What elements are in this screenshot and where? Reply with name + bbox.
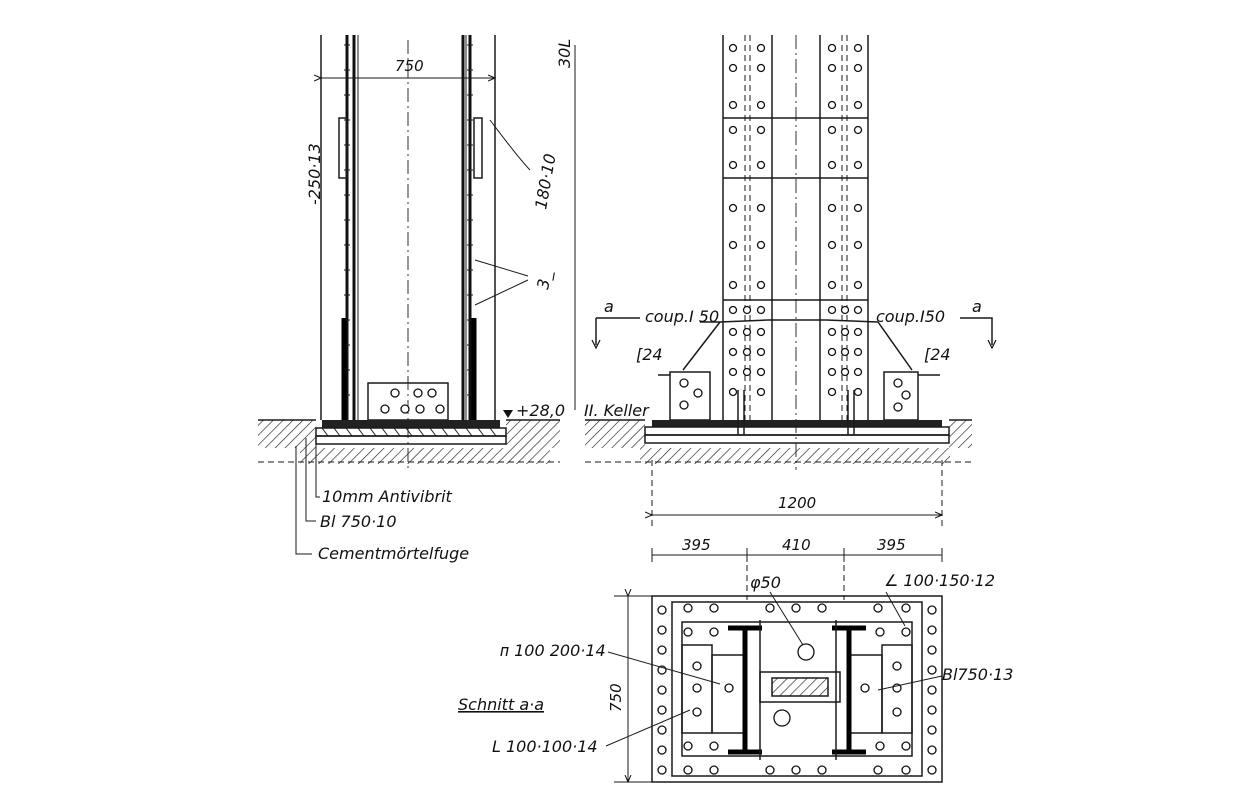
angle-top-label: ∠ 100·150·12: [884, 571, 995, 590]
dimension-1200: 1200: [652, 460, 942, 530]
column-flanges-side: [320, 35, 496, 470]
dimension-right-label: 395: [877, 536, 906, 554]
angle-top-leader: [885, 591, 906, 627]
coupling-label-left: coup.I 50: [645, 307, 719, 326]
dimension-left-label: 395: [682, 536, 711, 554]
dimension-750-depth: 750: [607, 596, 654, 782]
channel-label-right: [24: [924, 345, 951, 364]
column-front: [722, 35, 869, 470]
angle-bottom-label: L 100·100·14: [492, 737, 598, 756]
channel-label-left: [24: [636, 345, 663, 364]
bolt-hole: [435, 404, 445, 414]
flange-plate-label: 180·10: [531, 152, 559, 210]
segment-dimensions: 395 410 395: [651, 536, 943, 600]
edge-label: 30L: [555, 39, 574, 68]
hole-label: φ50: [750, 573, 781, 592]
floor-label: II. Keller: [584, 401, 650, 420]
section-marker-right: a: [972, 297, 982, 316]
plan-base-plate: [651, 595, 943, 783]
tee-leader: [607, 651, 721, 685]
coupling-bracing: [682, 319, 913, 371]
level-marker: [503, 410, 513, 418]
base-plate-leader: [877, 675, 943, 691]
plan-section: 395 410 395 750: [458, 536, 1013, 782]
layer-label-plate: Bl 750·10: [320, 512, 397, 531]
column-rivets: [728, 43, 863, 397]
hole-leader: [769, 591, 804, 646]
coupling-label-right: coup.I50: [876, 307, 945, 326]
angle-bottom-leader: [605, 709, 691, 747]
section-markers: a a: [591, 297, 997, 350]
side-plate-label: -250·13: [305, 143, 324, 205]
dimension-750-side: 750: [321, 57, 495, 78]
bolt-hole: [427, 388, 437, 398]
plan-perimeter-holes: [657, 603, 937, 775]
section-marker-left: a: [604, 297, 614, 316]
dimension-label: 750: [395, 57, 424, 75]
tee-label: ᴨ 100 200·14: [500, 641, 606, 660]
count-label: 3_: [533, 269, 556, 291]
side-ground: [258, 419, 560, 464]
section-title: Schnitt a·a: [458, 695, 544, 714]
dimension-depth-label: 750: [607, 683, 625, 712]
channel-blocks: [658, 371, 940, 421]
level-label: +28,0: [516, 401, 565, 420]
center-hole: [797, 643, 815, 661]
bolt-hole: [380, 404, 390, 414]
bolt-hole: [390, 388, 400, 398]
center-hole: [773, 709, 791, 727]
layer-label-mortar: Cementmörtelfuge: [318, 544, 469, 563]
side-elevation: 750 -250·13 180·10 3_ 30L: [258, 35, 650, 563]
bolt-hole: [400, 404, 410, 414]
plan-center-block: [759, 620, 841, 760]
flange-leader: [489, 119, 531, 171]
layer-leaders: [295, 432, 320, 555]
bolt-hole: [415, 404, 425, 414]
base-plate-label: Bl750·13: [942, 665, 1013, 684]
count-leader: [474, 259, 529, 306]
front-elevation: a a coup.I 50 coup.I50 [24 [24: [585, 35, 997, 530]
dimension-total-label: 1200: [778, 494, 816, 512]
front-ground: [585, 419, 972, 464]
side-base-layers: [315, 420, 507, 445]
plan-inner-members: [681, 621, 913, 757]
layer-label-antivibrit: 10mm Antivibrit: [322, 487, 453, 506]
dimension-middle-label: 410: [782, 536, 811, 554]
plan-i-beams: [728, 625, 866, 755]
bolt-hole: [413, 388, 423, 398]
